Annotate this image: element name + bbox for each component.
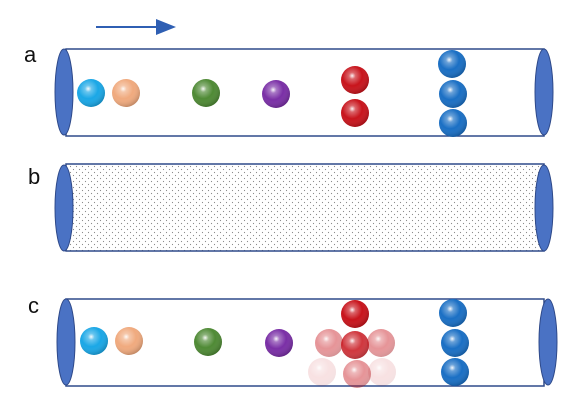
tube-a-sphere-3 [192,79,220,107]
tube-a-sphere-2 [112,79,140,107]
tube-c-sphere-6 [315,329,343,357]
tube-c-sphere-4 [265,329,293,357]
tube-c-sphere-8 [367,329,395,357]
tube-c-sphere-3 [194,328,222,356]
tube-a-sphere-5 [341,66,369,94]
tube-c-sphere-13 [441,329,469,357]
tube-c-sphere-2 [115,327,143,355]
tube-c-sphere-1 [80,327,108,355]
tube-a-sphere-1 [77,79,105,107]
tube-a-sphere-8 [439,80,467,108]
tube-c-sphere-5 [341,300,369,328]
tube-a-sphere-6 [341,99,369,127]
tube-c-sphere-11 [368,358,396,386]
panel-label-b: b [28,164,40,189]
tube-c-sphere-14 [441,358,469,386]
tube-a-left-cap [54,48,74,136]
panel-label-c: c [28,293,39,318]
tube-c [56,298,558,388]
tube-c-left-cap [56,298,76,386]
tube-c-sphere-10 [343,360,371,388]
tube-b-right-cap [534,164,554,252]
tube-b-body [65,163,545,252]
tube-a-spheres [77,50,467,137]
tube-c-sphere-7 [341,331,369,359]
tube-c-right-cap [538,298,558,386]
tube-a-right-cap [534,48,554,136]
tube-c-sphere-12 [439,299,467,327]
tube-b-left-cap [54,164,74,252]
tube-c-spheres [80,299,469,388]
tube-a [54,48,554,137]
tube-a-sphere-7 [438,50,466,78]
tube-b [54,163,554,252]
panel-label-a: a [24,42,37,67]
tube-c-sphere-9 [308,358,336,386]
tube-a-sphere-4 [262,80,290,108]
tube-a-sphere-9 [439,109,467,137]
